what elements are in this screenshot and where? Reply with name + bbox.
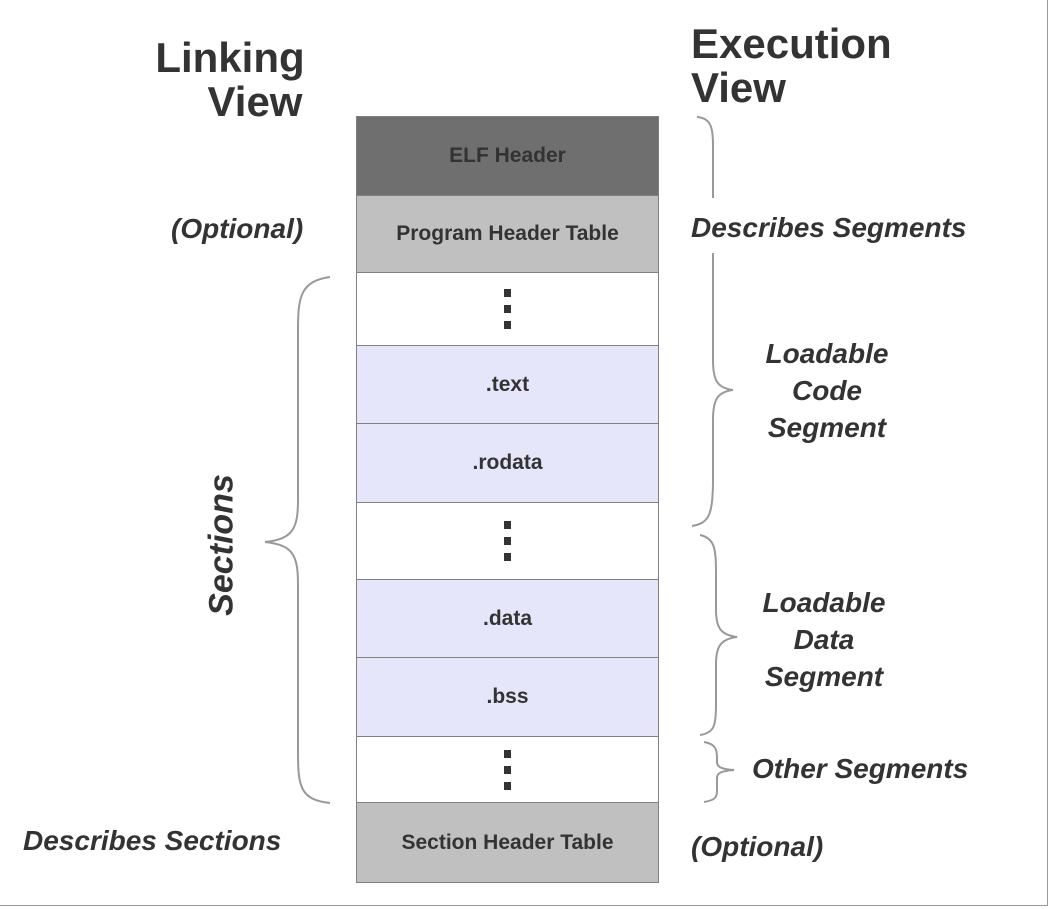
vertical-ellipsis-icon bbox=[504, 749, 511, 790]
other-segments-label: Other Segments bbox=[752, 753, 969, 784]
data-segment-line3: Segment bbox=[764, 661, 884, 692]
section-header-table-label: Section Header Table bbox=[401, 830, 614, 854]
elf-header-label: ELF Header bbox=[449, 144, 566, 167]
linking-view-title: Linking View bbox=[140, 36, 320, 124]
program-header-table-block: Program Header Table bbox=[356, 196, 659, 273]
section-header-table-block: Section Header Table bbox=[356, 803, 659, 883]
elf-header-block: ELF Header bbox=[356, 116, 659, 196]
linking-optional-label: (Optional) bbox=[171, 213, 304, 244]
describes-segments-label: Describes Segments bbox=[691, 212, 967, 243]
data-section-block: .data bbox=[356, 580, 659, 658]
text-section-label: .text bbox=[485, 372, 530, 396]
bss-section-label: .bss bbox=[486, 685, 529, 708]
ellipsis-block-3 bbox=[356, 737, 659, 803]
data-section-label: .data bbox=[482, 606, 532, 630]
code-segment-line3: Segment bbox=[767, 412, 887, 443]
rodata-section-block: .rodata bbox=[356, 424, 659, 503]
text-section-block: .text bbox=[356, 346, 659, 424]
code-segment-brace bbox=[691, 275, 734, 527]
vertical-ellipsis-icon bbox=[504, 289, 511, 329]
linking-view-title-line1: Linking bbox=[155, 34, 305, 81]
program-header-brace bbox=[696, 116, 714, 198]
bss-section-block: .bss bbox=[356, 658, 659, 737]
ellipsis-block-1 bbox=[356, 273, 659, 346]
linking-view-title-line2: View bbox=[207, 78, 303, 125]
other-segments-brace bbox=[703, 741, 735, 803]
execution-view-title-line2: View bbox=[691, 64, 786, 111]
execution-view-title-line1: Execution bbox=[691, 20, 892, 67]
program-header-table-label: Program Header Table bbox=[396, 222, 619, 245]
describes-sections-label: Describes Sections bbox=[23, 825, 282, 856]
execution-optional-label: (Optional) bbox=[691, 831, 824, 862]
code-segment-label: Loadable Code Segment bbox=[737, 335, 917, 446]
code-segment-line1: Loadable bbox=[765, 338, 889, 369]
rodata-section-label: .rodata bbox=[472, 451, 543, 474]
code-segment-line2: Code bbox=[792, 375, 862, 406]
execution-view-title: Execution View bbox=[691, 22, 892, 110]
data-segment-brace bbox=[699, 534, 738, 736]
sections-brace bbox=[264, 276, 331, 804]
data-segment-line2: Data bbox=[793, 624, 855, 655]
data-segment-line1: Loadable bbox=[762, 587, 886, 618]
data-segment-label: Loadable Data Segment bbox=[734, 584, 914, 695]
vertical-ellipsis-icon bbox=[504, 521, 511, 561]
ellipsis-block-2 bbox=[356, 503, 659, 580]
